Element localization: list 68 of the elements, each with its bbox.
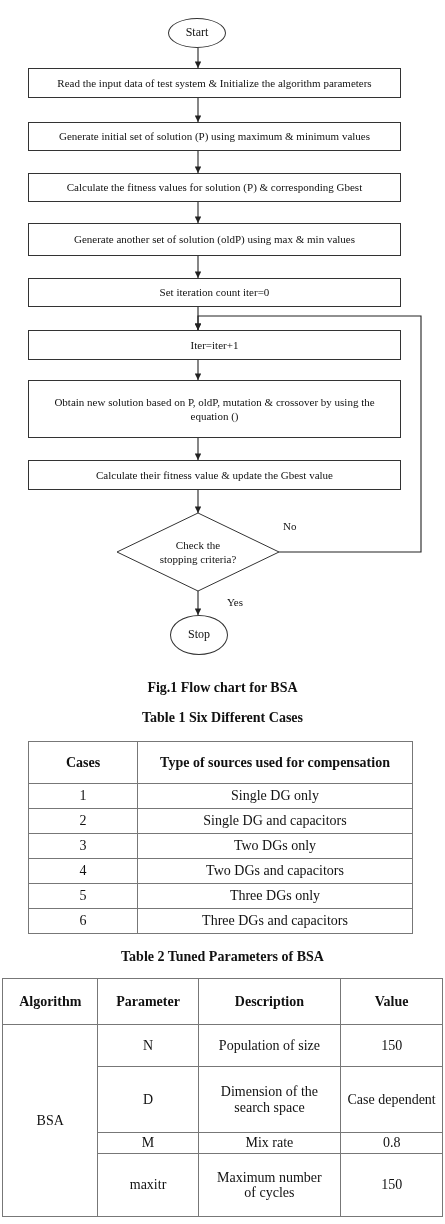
arrow <box>194 201 202 224</box>
node-text: Read the input data of test system & Initialize the algorithm parameters <box>57 75 372 91</box>
terminal-ellipse <box>168 18 226 48</box>
table-entry: Three DGs only <box>137 883 413 909</box>
table-entry: Three DGs and capacitors <box>137 908 413 934</box>
table-entry: 6 <box>28 908 138 934</box>
table-entry: 4 <box>28 858 138 884</box>
arrow <box>194 315 422 553</box>
table-entry: Population of size <box>198 1024 341 1067</box>
arrow <box>194 437 202 461</box>
table-entry: Maximum number of cycles <box>198 1153 341 1217</box>
terminal-ellipse <box>170 615 228 655</box>
table-entry: 150 <box>340 1024 443 1067</box>
table-entry: D <box>97 1066 199 1133</box>
table-entry: 2 <box>28 808 138 834</box>
column-header: Type of sources used for compensation <box>137 741 413 784</box>
table-entry: BSA <box>2 1024 98 1217</box>
table-entry: maxitr <box>97 1153 199 1217</box>
column-header: Algorithm <box>2 978 98 1025</box>
node-text: Set iteration count iter=0 <box>159 285 270 300</box>
node-text: Calculate the fitness values for solution (P) & corresponding Gbest <box>66 180 363 195</box>
arrow <box>194 255 202 279</box>
table-entry: Case dependent <box>340 1066 443 1133</box>
arrow <box>194 359 202 381</box>
table-entry: Single DG and capacitors <box>137 808 413 834</box>
node-text: Generate another set of solution (oldP) using max & min values <box>73 232 356 247</box>
table-title: Table 1 Six Different Cases <box>141 710 304 726</box>
table-entry: 150 <box>340 1153 443 1217</box>
arrow <box>194 590 202 616</box>
node-text: Check the stopping criteria? <box>159 537 237 567</box>
node-text: Iter=iter+1 <box>190 337 239 353</box>
process-box <box>28 223 401 256</box>
node-text: Calculate their fitness value & update the Gbest value <box>95 467 333 483</box>
table-entry: Single DG only <box>137 783 413 809</box>
arrow <box>194 150 202 174</box>
table-entry: 1 <box>28 783 138 809</box>
column-header: Value <box>340 978 443 1025</box>
table-entry: 5 <box>28 883 138 909</box>
column-header: Description <box>198 978 341 1025</box>
node-text: Generate initial set of solution (P) using maximum & minimum values <box>59 129 370 144</box>
column-header: Cases <box>28 741 138 784</box>
node-text: Start <box>185 25 209 41</box>
process-box <box>28 278 401 307</box>
node-text: Stop <box>188 627 210 643</box>
arrow <box>194 489 202 514</box>
edge-label: No <box>282 520 298 532</box>
table-title: Table 2 Tuned Parameters of BSA <box>120 949 325 965</box>
process-box <box>28 330 401 360</box>
process-box <box>28 173 401 202</box>
arrow <box>194 97 202 123</box>
process-box <box>28 68 401 98</box>
column-header: Parameter <box>97 978 199 1025</box>
process-box <box>28 380 401 438</box>
table-entry: 0.8 <box>340 1132 443 1154</box>
table-entry: N <box>97 1024 199 1067</box>
figure-caption: Fig.1 Flow chart for BSA <box>146 680 299 696</box>
process-box <box>28 460 401 490</box>
arrow <box>194 47 202 69</box>
table-entry: M <box>97 1132 199 1154</box>
table-entry: Dimension of the search space <box>198 1066 341 1133</box>
decision-diamond <box>117 513 279 591</box>
table-entry: Two DGs only <box>137 833 413 859</box>
table-entry: 3 <box>28 833 138 859</box>
edge-label: Yes <box>226 596 244 608</box>
table-entry: Two DGs and capacitors <box>137 858 413 884</box>
process-box <box>28 122 401 151</box>
table-entry: Mix rate <box>198 1132 341 1154</box>
node-text: Obtain new solution based on P, oldP, mutation & crossover by using the equation () <box>53 394 376 424</box>
